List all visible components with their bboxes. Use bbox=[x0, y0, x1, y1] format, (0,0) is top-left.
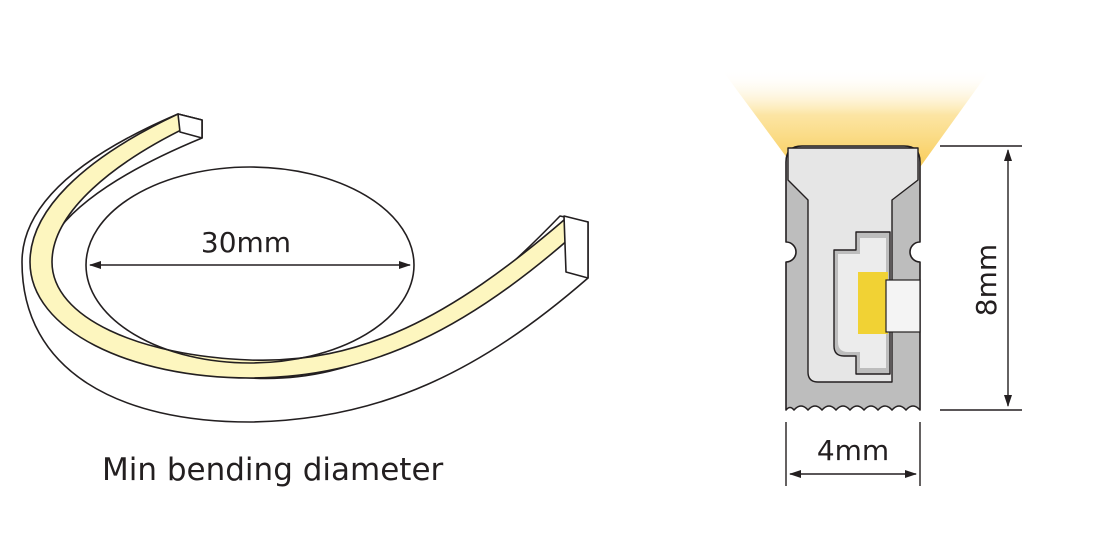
width-dimension: 4mm bbox=[785, 422, 921, 486]
pcb-slot bbox=[885, 279, 921, 333]
bent-led-strip bbox=[21, 113, 589, 423]
height-dimension: 8mm bbox=[940, 145, 1022, 411]
width-label: 4mm bbox=[817, 434, 889, 467]
height-label: 8mm bbox=[970, 244, 1003, 316]
strip-end-cap-left bbox=[177, 113, 203, 139]
profile-cross-section bbox=[785, 145, 921, 411]
light-beam bbox=[722, 70, 990, 170]
bend-caption: Min bending diameter bbox=[102, 452, 444, 488]
bend-diameter-ellipse bbox=[85, 166, 415, 364]
bend-diameter-label: 30mm bbox=[201, 226, 291, 259]
led-chip bbox=[858, 272, 888, 334]
strip-end-cap-right bbox=[563, 215, 589, 279]
strip-inner-edge bbox=[201, 120, 589, 223]
